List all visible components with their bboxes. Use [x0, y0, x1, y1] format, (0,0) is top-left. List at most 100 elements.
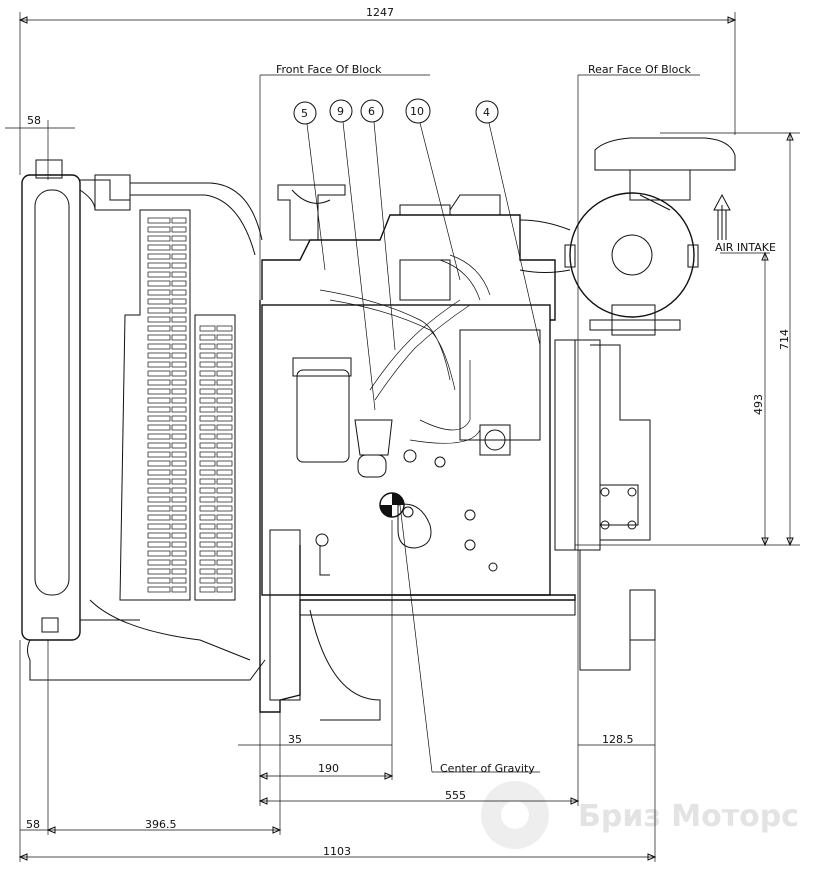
grille-slot — [171, 496, 187, 503]
grille-slot — [171, 307, 187, 314]
callout-4-label: 4 — [483, 106, 490, 119]
grille-slot — [171, 487, 187, 494]
grille-slot — [171, 361, 187, 368]
grille-slot — [216, 397, 233, 404]
grille-slot — [199, 469, 216, 476]
grille-slot — [147, 505, 171, 512]
grille-slot — [171, 460, 187, 467]
grille-slot — [216, 523, 233, 530]
grille-slot — [199, 343, 216, 350]
grille-slot — [216, 361, 233, 368]
grille-slot — [147, 370, 171, 377]
grille-slot — [171, 316, 187, 323]
grille-slot — [171, 334, 187, 341]
watermark-text: Бриз Моторс — [578, 799, 799, 834]
grille-slot — [147, 424, 171, 431]
grille-slot — [199, 523, 216, 530]
grille-slot — [199, 577, 216, 584]
grille-slot — [216, 505, 233, 512]
grille-slot — [147, 235, 171, 242]
grille-slot — [147, 388, 171, 395]
grille-slot — [199, 541, 216, 548]
grille-slot — [171, 271, 187, 278]
grille-slot — [216, 586, 233, 593]
dim-rear-offset: 128.5 — [602, 733, 634, 746]
grille-slot — [216, 559, 233, 566]
label-rear-face: Rear Face Of Block — [588, 63, 691, 76]
grille-slot — [147, 334, 171, 341]
grille-slot — [216, 325, 233, 332]
grille-slot — [216, 352, 233, 359]
grille-slot — [147, 478, 171, 485]
dim-cog-from-front: 190 — [318, 762, 339, 775]
grille-slot — [199, 334, 216, 341]
grille-slot — [147, 316, 171, 323]
grille-slot — [147, 217, 171, 224]
grille-slot — [147, 541, 171, 548]
grille-slot — [216, 442, 233, 449]
grille-slot — [171, 550, 187, 557]
grille-slot — [216, 496, 233, 503]
grille-slot — [171, 397, 187, 404]
grille-slot — [171, 442, 187, 449]
grille-slot — [147, 442, 171, 449]
grille-slot — [171, 406, 187, 413]
grille-slot — [199, 559, 216, 566]
callout-5-label: 5 — [301, 107, 308, 120]
grille-slot — [171, 379, 187, 386]
grille-slot — [199, 532, 216, 539]
grille-slot — [171, 424, 187, 431]
callout-10-label: 10 — [410, 105, 424, 118]
grille-slot — [199, 568, 216, 575]
grille-slot — [216, 433, 233, 440]
label-center-of-gravity: Center of Gravity — [440, 762, 535, 775]
callout-6: 6 — [360, 99, 396, 351]
grille-slot — [199, 379, 216, 386]
grille-slot — [216, 460, 233, 467]
callout-9-label: 9 — [337, 105, 344, 118]
dim-overall-bottom: 1103 — [323, 845, 351, 858]
grille-slot — [147, 262, 171, 269]
grille-slot — [147, 244, 171, 251]
grille-slot — [216, 541, 233, 548]
callout-4: 4 — [475, 100, 541, 346]
watermark: Бриз Моторс — [481, 781, 799, 849]
grille-slot — [171, 469, 187, 476]
grille-slot — [216, 478, 233, 485]
grille-slot — [171, 244, 187, 251]
grille-slot — [216, 379, 233, 386]
callouts: 5 9 6 10 4 — [293, 98, 541, 411]
grille-slot — [216, 334, 233, 341]
grille-slot — [216, 343, 233, 350]
grille-slot — [199, 406, 216, 413]
grille-slot — [147, 379, 171, 386]
grille-slot — [171, 280, 187, 287]
grille-slot — [147, 559, 171, 566]
grille-slot — [171, 325, 187, 332]
grille-slot — [171, 262, 187, 269]
grille-slot — [199, 478, 216, 485]
grille-slot — [199, 514, 216, 521]
grille-slot — [147, 487, 171, 494]
grille-slot — [199, 433, 216, 440]
dimension-lines — [5, 12, 800, 862]
grille-slot — [216, 577, 233, 584]
callout-6-label: 6 — [368, 105, 375, 118]
dim-cog-offset: 35 — [288, 733, 302, 746]
callout-10: 10 — [405, 98, 461, 281]
grille-slot — [171, 415, 187, 422]
engine-block — [259, 137, 736, 721]
grille-slot — [171, 568, 187, 575]
grille-slot — [199, 442, 216, 449]
grille-slot — [199, 496, 216, 503]
grille-slot — [171, 388, 187, 395]
label-air-intake: AIR INTAKE — [715, 241, 776, 254]
grille-slot — [147, 361, 171, 368]
callout-9: 9 — [329, 99, 376, 411]
grille-slot — [171, 298, 187, 305]
grille-slot — [171, 226, 187, 233]
grille-slot — [147, 352, 171, 359]
grille-slot — [147, 514, 171, 521]
grille-slot — [171, 586, 187, 593]
grille-slot — [199, 550, 216, 557]
